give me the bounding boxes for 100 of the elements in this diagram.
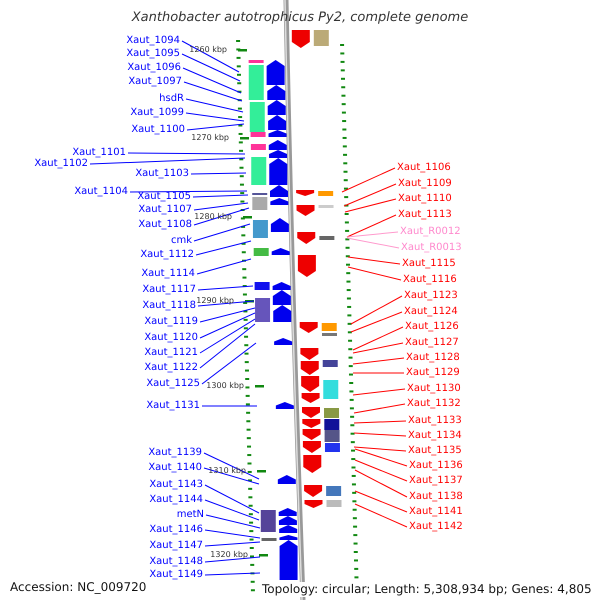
leader-line (204, 484, 260, 514)
leader-line (204, 530, 260, 538)
leader-line (346, 232, 398, 238)
leader-line (190, 172, 246, 174)
accession-note: Accession: NC_009720 (10, 580, 146, 595)
gene-label: cmk (170, 235, 192, 247)
gene-label: Xaut_1124 (404, 306, 458, 318)
leader-line (196, 258, 252, 274)
gene-label: Xaut_1137 (409, 475, 463, 487)
leader-line (204, 556, 260, 562)
gene-label: Xaut_1141 (409, 506, 463, 518)
leader-line (344, 184, 396, 206)
gene-label: Xaut_1127 (405, 337, 459, 349)
gene-label: Xaut_1136 (409, 460, 463, 472)
gene-label: Xaut_1105 (137, 191, 191, 203)
leader-line (194, 208, 250, 226)
gene-label: Xaut_1118 (142, 300, 196, 312)
gene-label: Xaut_1101 (72, 147, 126, 159)
gene-label: Xaut_1139 (148, 447, 202, 459)
gene-label: Xaut_1104 (74, 186, 128, 198)
gene-label: Xaut_1114 (141, 268, 195, 280)
leader-line (354, 504, 408, 528)
leader-line (200, 308, 256, 322)
gene-label: Xaut_1133 (408, 415, 462, 427)
gene-label: Xaut_1119 (144, 316, 198, 328)
gene-label: Xaut_1144 (149, 494, 203, 506)
leader-line (204, 572, 260, 576)
scale-label: 1320 kbp (210, 550, 248, 560)
leader-line (344, 198, 396, 212)
leader-line (342, 168, 396, 192)
gene-label: Xaut_1146 (149, 524, 203, 536)
gene-label: Xaut_1125 (146, 378, 200, 390)
gene-label: Xaut_1131 (146, 400, 200, 412)
gene-label: Xaut_1117 (142, 284, 196, 296)
leader-line (352, 388, 406, 396)
leader-line (354, 460, 408, 482)
gene-label: Xaut_1110 (398, 193, 452, 205)
leader-line (128, 152, 246, 154)
gene-label: Xaut_1149 (149, 569, 203, 581)
gene-label: Xaut_1103 (135, 168, 189, 180)
gene-label: metN (176, 509, 204, 521)
gene-label: Xaut_1120 (144, 332, 198, 344)
gene-label: Xaut_1128 (406, 352, 460, 364)
scale-label: 1290 kbp (196, 296, 234, 306)
gene-label: Xaut_1106 (397, 162, 451, 174)
leader-line (186, 98, 244, 112)
leader-line (192, 194, 248, 198)
gene-label: Xaut_1099 (130, 107, 184, 119)
gene-label: Xaut_1130 (407, 383, 461, 395)
leader-line (90, 158, 246, 164)
diagram-title: Xanthobacter autotrophicus Py2, complete genome (130, 10, 470, 26)
scale-label: 1300 kbp (206, 381, 244, 391)
leader-line (354, 446, 406, 452)
leader-line (352, 358, 404, 364)
gene-label: Xaut_1129 (406, 367, 460, 379)
gene-label: Xaut_1107 (138, 204, 192, 216)
leader-line (354, 420, 406, 424)
gene-label: Xaut_1116 (403, 274, 457, 286)
leader-line (196, 240, 252, 256)
leader-line (184, 82, 242, 102)
gene-label: Xaut_1097 (128, 76, 182, 88)
leader-line (346, 238, 400, 248)
gene-label: Xaut_1140 (148, 462, 202, 474)
leader-line (354, 404, 406, 414)
leader-line (350, 312, 402, 332)
gene-label: Xaut_1126 (405, 321, 459, 333)
leader-line (350, 296, 402, 324)
leader-line (182, 40, 240, 72)
leader-line (206, 514, 260, 528)
gene-label: Xaut_1134 (408, 430, 462, 442)
gene-label: Xaut_1094 (126, 35, 180, 47)
gene-label: Xaut_R0013 (401, 242, 462, 254)
leader-line (198, 286, 254, 290)
leader-line (202, 342, 256, 384)
leader-line (352, 326, 404, 350)
leader-line (182, 54, 240, 82)
leader-line (352, 372, 404, 374)
gene-label: Xaut_1096 (127, 62, 181, 74)
leader-line (348, 256, 400, 264)
gene-label: Xaut_1100 (131, 124, 185, 136)
leader-line (352, 342, 404, 354)
leader-line (200, 312, 256, 338)
gene-label: Xaut_1135 (408, 445, 462, 457)
gene-label: hsdR (159, 93, 184, 105)
gene-label: Xaut_1112 (140, 249, 194, 261)
gene-label: Xaut_1147 (149, 540, 203, 552)
leader-line (204, 542, 260, 546)
leader-line (348, 266, 402, 280)
gene-label: Xaut_1108 (138, 219, 192, 231)
leader-line (194, 202, 248, 210)
leader-line (200, 318, 256, 354)
gene-label: Xaut_1109 (398, 178, 452, 190)
gene-label: Xaut_1143 (149, 479, 203, 491)
leader-line (130, 190, 248, 192)
gene-label: Xaut_1102 (34, 158, 88, 170)
gene-label: Xaut_1115 (402, 258, 456, 270)
leader-line (354, 470, 408, 498)
gene-label: Xaut_1138 (409, 491, 463, 503)
leader-line (204, 500, 260, 520)
leader-line (182, 68, 242, 94)
